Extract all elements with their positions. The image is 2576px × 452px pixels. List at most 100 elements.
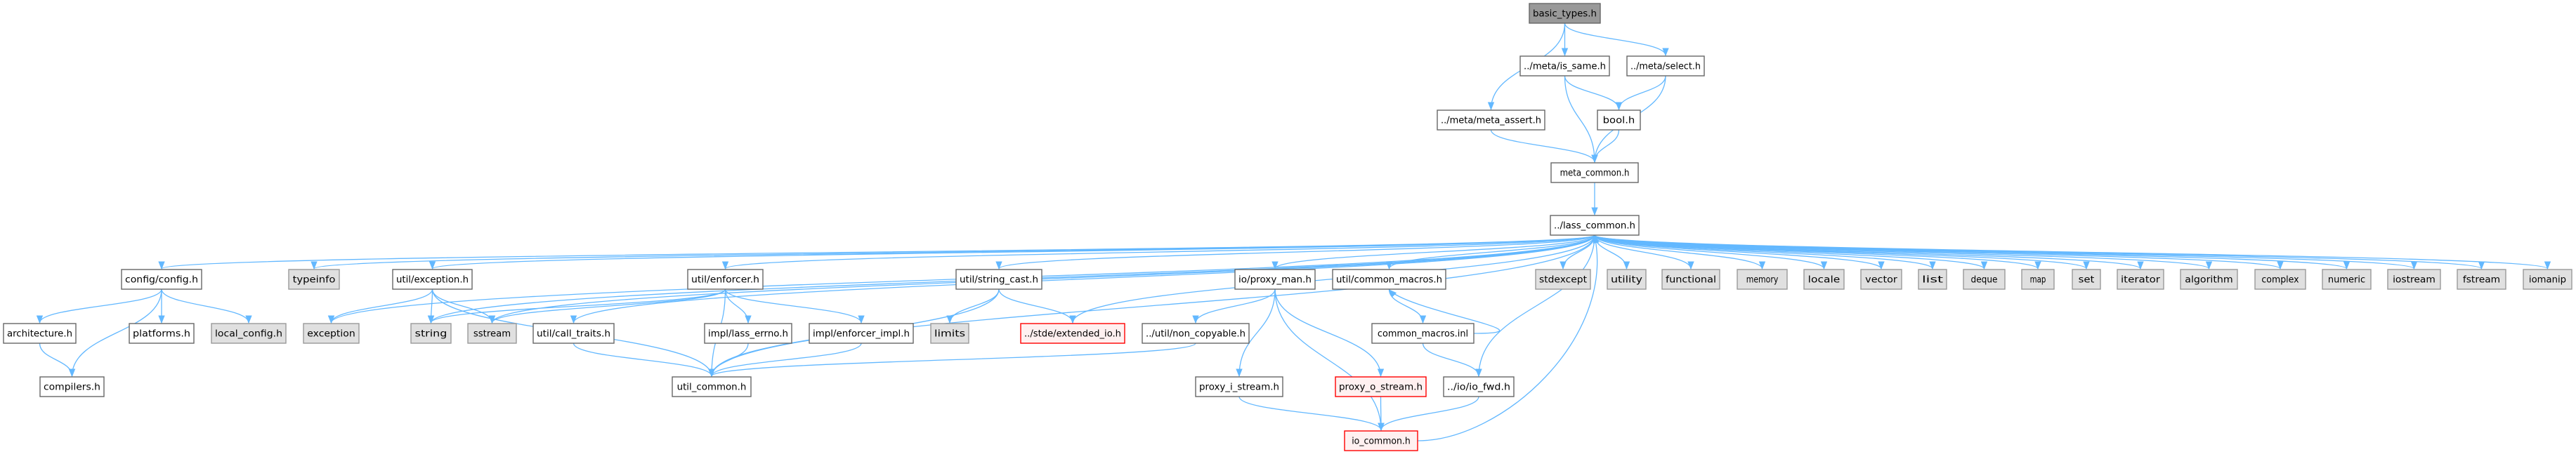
edge-lass_common-to-common_macros	[1385, 234, 1595, 270]
node-algorithm[interactable]: algorithm	[2180, 269, 2238, 290]
node-box	[392, 269, 473, 290]
node-box	[121, 269, 202, 290]
edges-layer	[36, 22, 2551, 441]
node-meta-common[interactable]: meta_common.h	[1550, 162, 1639, 183]
node-box	[930, 323, 969, 344]
node-label: util/common_macros.h	[1336, 275, 1442, 286]
node-enforcer-impl[interactable]: impl/enforcer_impl.h	[809, 323, 914, 344]
node-local-config[interactable]: local_config.h	[211, 323, 287, 344]
node-set[interactable]: set	[2072, 269, 2101, 290]
node-exception[interactable]: exception	[303, 323, 360, 344]
edge-lass_common-to-iomanip	[1594, 234, 2551, 270]
node-util-exception[interactable]: util/exception.h	[392, 269, 473, 290]
node-iomanip[interactable]: iomanip	[2523, 269, 2572, 290]
edge-non_copyable-to-util_common	[708, 343, 1196, 378]
node-architecture[interactable]: architecture.h	[3, 323, 77, 344]
node-label: ../meta/select.h	[1630, 62, 1701, 72]
node-box	[1437, 109, 1545, 131]
edge-common_macros_inl-to-common_macros	[1388, 289, 1501, 334]
node-numeric[interactable]: numeric	[2322, 269, 2372, 290]
node-functional[interactable]: functional	[1661, 269, 1720, 290]
node-common-macros-inl[interactable]: common_macros.inl	[1371, 323, 1475, 344]
node-typeinfo[interactable]: typeinfo	[288, 269, 340, 290]
node-label: util/call_traits.h	[537, 329, 610, 340]
edge-common_macros_inl-to-io_fwd	[1422, 343, 1482, 378]
node-label: map	[2030, 275, 2046, 286]
node-label: iostream	[2393, 275, 2436, 286]
node-box	[467, 323, 517, 344]
node-label: basic_types.h	[1533, 9, 1597, 20]
node-complex[interactable]: complex	[2254, 269, 2306, 290]
edge-io_common-to-lass_common	[1417, 234, 1600, 441]
node-extended-io[interactable]: ../stde/extended_io.h	[1020, 323, 1125, 344]
node-is-same[interactable]: ../meta/is_same.h	[1519, 55, 1610, 77]
node-deque[interactable]: deque	[1963, 269, 2006, 290]
node-utility[interactable]: utility	[1607, 269, 1647, 290]
node-box	[288, 269, 340, 290]
edge-lass_common-to-iostream	[1594, 234, 2417, 270]
node-iostream[interactable]: iostream	[2387, 269, 2441, 290]
node-meta-assert[interactable]: ../meta/meta_assert.h	[1437, 109, 1545, 131]
node-label: numeric	[2328, 275, 2365, 286]
node-basic-types[interactable]: basic_types.h	[1529, 3, 1601, 24]
node-label: proxy_i_stream.h	[1199, 383, 1279, 393]
node-map[interactable]: map	[2021, 269, 2055, 290]
node-label: bool.h	[1603, 116, 1635, 126]
node-string-cast[interactable]: util/string_cast.h	[955, 269, 1042, 290]
node-common-macros[interactable]: util/common_macros.h	[1332, 269, 1446, 290]
node-box	[1860, 269, 1902, 290]
node-vector[interactable]: vector	[1860, 269, 1902, 290]
node-label: impl/enforcer_impl.h	[813, 329, 910, 340]
node-sstream[interactable]: sstream	[467, 323, 517, 344]
node-lass-errno[interactable]: impl/lass_errno.h	[704, 323, 792, 344]
node-memory[interactable]: memory	[1737, 269, 1788, 290]
node-non-copyable[interactable]: ../util/non_copyable.h	[1142, 323, 1250, 344]
node-bool[interactable]: bool.h	[1597, 109, 1641, 131]
node-box	[1443, 376, 1515, 397]
node-call-traits[interactable]: util/call_traits.h	[532, 323, 615, 344]
edge-lass_common-to-sstream	[489, 234, 1595, 324]
edge-util_exception-to-exception	[327, 288, 433, 324]
edge-util_enforcer-to-enforcer_impl	[724, 288, 865, 324]
node-proxy-man[interactable]: io/proxy_man.h	[1234, 269, 1316, 290]
edge-lass_common-to-string_cast	[995, 234, 1595, 270]
node-label: util/enforcer.h	[691, 275, 759, 286]
node-list[interactable]: list	[1918, 269, 1947, 290]
node-iterator[interactable]: iterator	[2117, 269, 2164, 290]
edge-io_fwd-to-io_common	[1378, 396, 1479, 432]
edge-call_traits-to-util_common	[573, 343, 715, 378]
node-box	[1335, 376, 1427, 397]
node-box	[129, 323, 195, 344]
edge-lass_common-to-fstream	[1594, 234, 2485, 270]
node-label: ../meta/meta_assert.h	[1441, 116, 1541, 126]
nodes-layer: basic_types.h ../meta/is_same.h ../meta/se…	[3, 3, 2572, 451]
node-box	[1234, 269, 1316, 290]
node-label: ../meta/is_same.h	[1524, 62, 1606, 72]
node-box	[1626, 55, 1705, 77]
node-proxy-i-stream[interactable]: proxy_i_stream.h	[1195, 376, 1283, 397]
node-platforms[interactable]: platforms.h	[129, 323, 195, 344]
node-limits[interactable]: limits	[930, 323, 969, 344]
node-select[interactable]: ../meta/select.h	[1626, 55, 1705, 77]
edge-util_exception-to-string	[427, 288, 435, 324]
node-stdexcept[interactable]: stdexcept	[1535, 269, 1591, 290]
node-io-common[interactable]: io_common.h	[1344, 430, 1418, 451]
node-io-fwd[interactable]: ../io/io_fwd.h	[1443, 376, 1515, 397]
node-fstream[interactable]: fstream	[2457, 269, 2506, 290]
node-box	[532, 323, 615, 344]
node-util-common[interactable]: util_common.h	[672, 376, 752, 397]
node-proxy-o-stream[interactable]: proxy_o_stream.h	[1335, 376, 1427, 397]
node-label: complex	[2261, 275, 2299, 286]
node-label: ../stde/extended_io.h	[1024, 329, 1121, 340]
node-label: limits	[934, 329, 965, 340]
node-label: local_config.h	[215, 329, 282, 340]
node-util-enforcer[interactable]: util/enforcer.h	[687, 269, 764, 290]
edge-select-to-bool	[1615, 75, 1666, 111]
node-string[interactable]: string	[410, 323, 452, 344]
edge-meta_assert-to-meta_common	[1490, 129, 1598, 164]
edge-lass_common-to-util_enforcer	[722, 234, 1595, 270]
node-locale[interactable]: locale	[1803, 269, 1845, 290]
node-compilers[interactable]: compilers.h	[39, 376, 105, 397]
node-config[interactable]: config/config.h	[121, 269, 202, 290]
node-lass-common[interactable]: ../lass_common.h	[1550, 215, 1640, 236]
